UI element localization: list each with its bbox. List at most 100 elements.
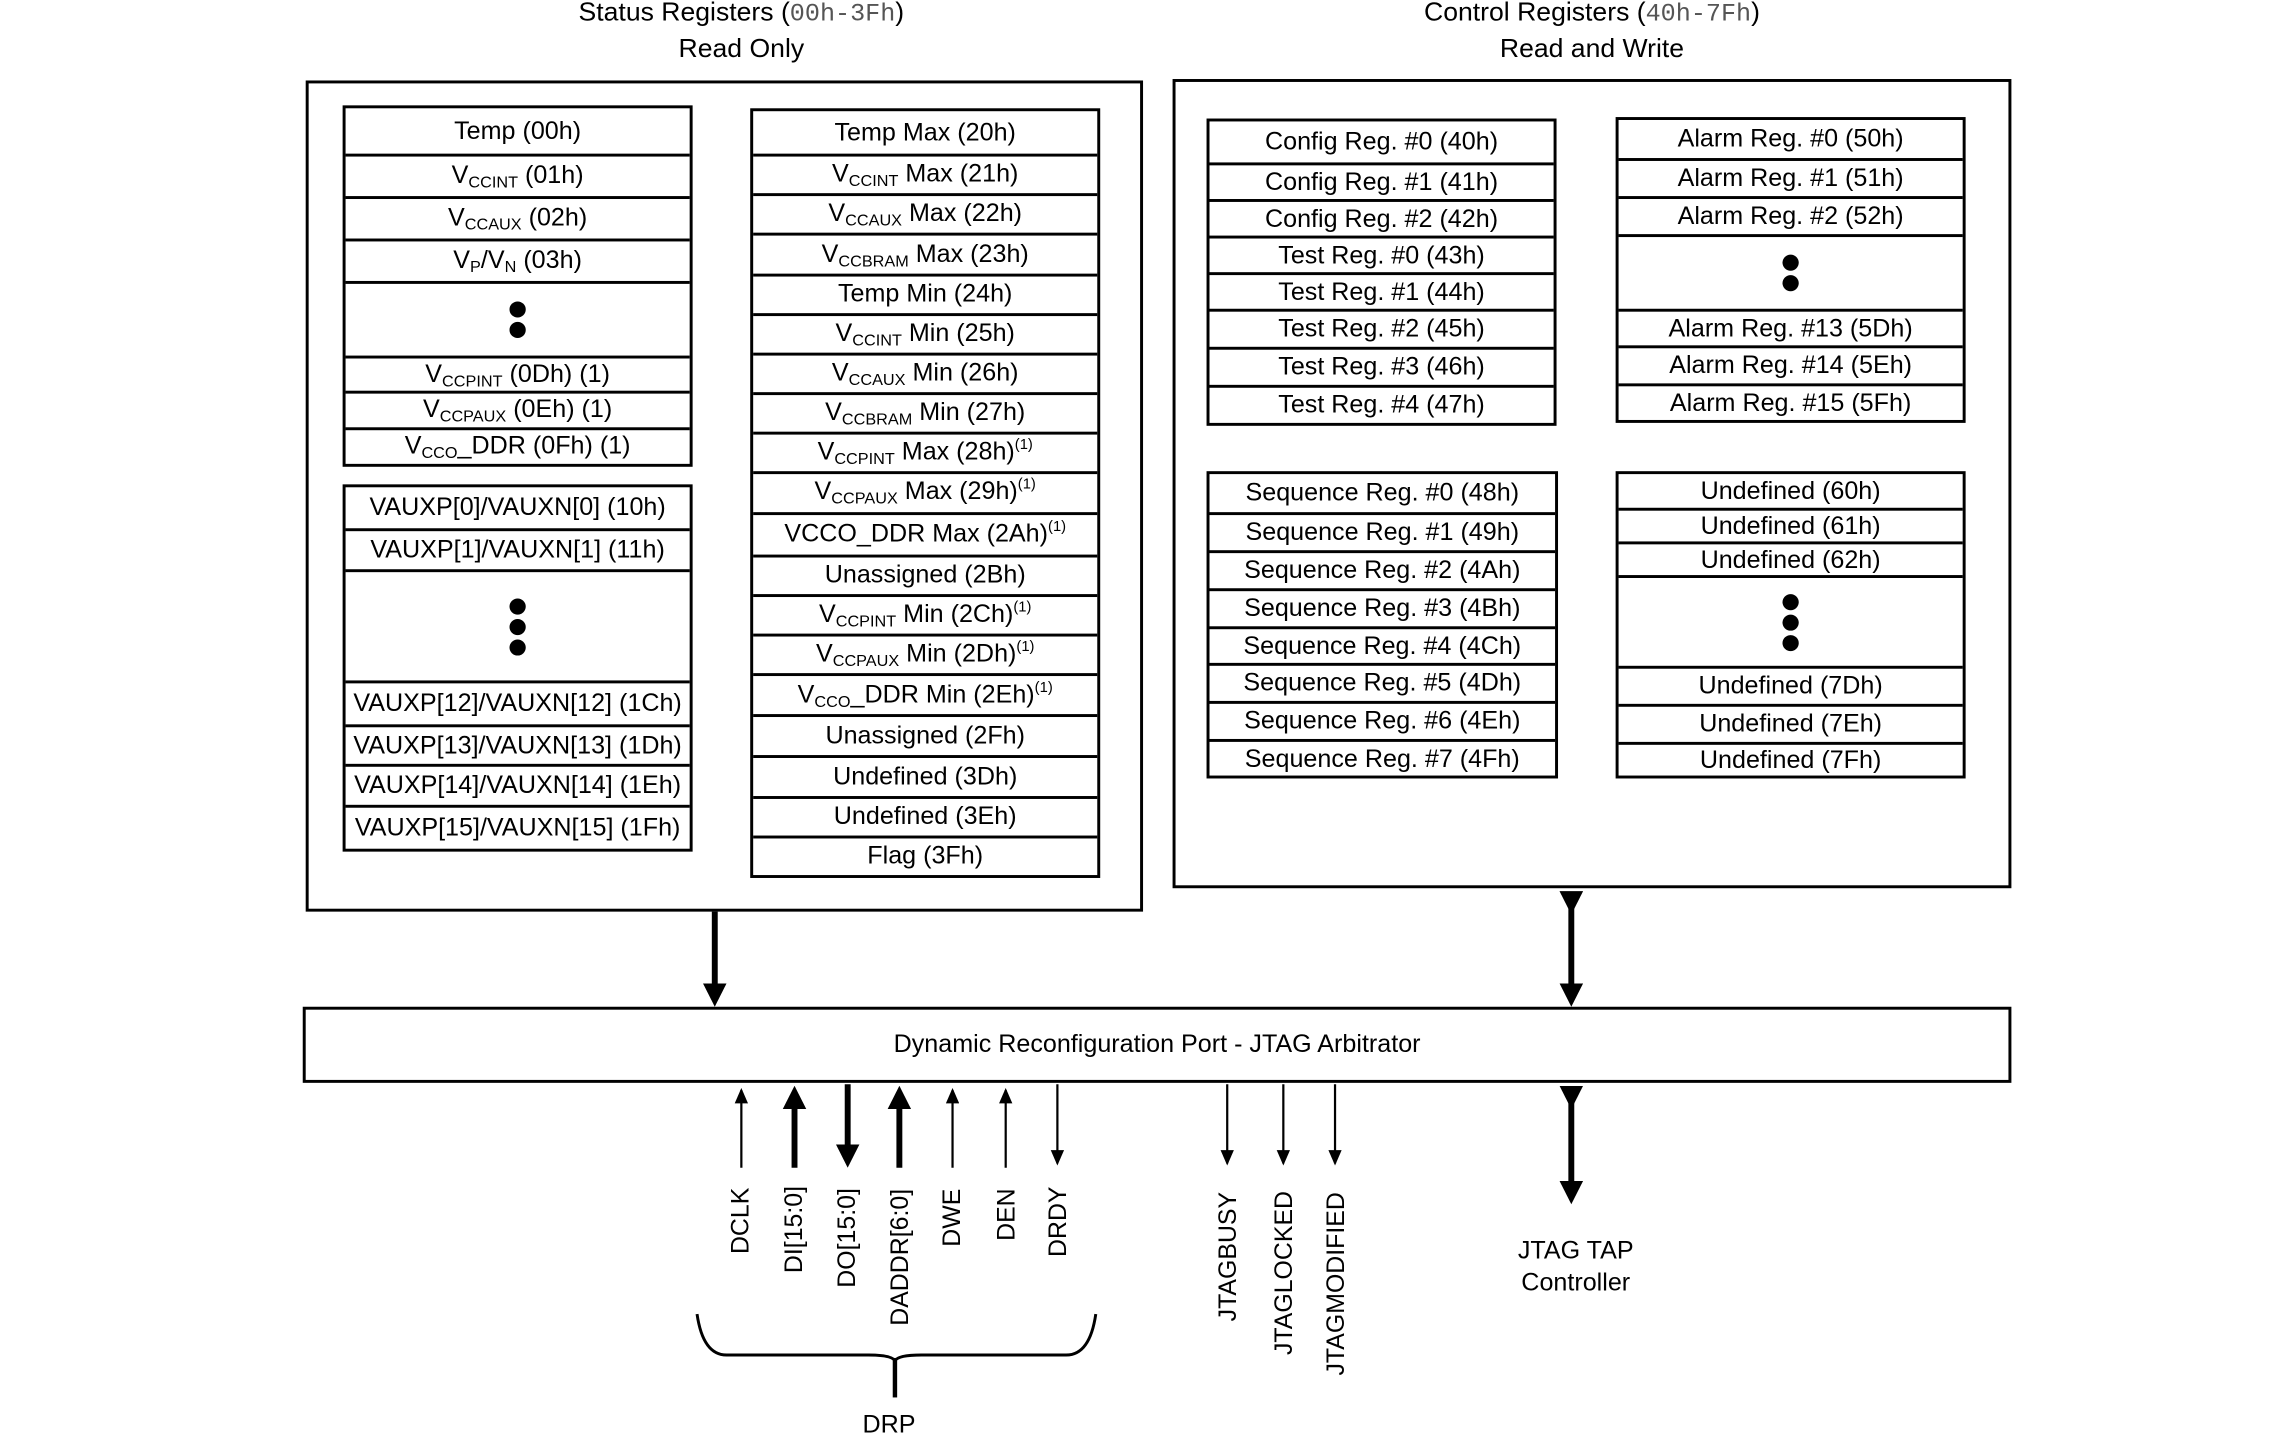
register-cell: Config Reg. #1 (41h) <box>1209 162 1554 199</box>
register-cell: Config Reg. #0 (40h) <box>1209 121 1553 162</box>
register-text-post: (0Eh) (1) <box>506 395 613 423</box>
register-text: V <box>817 437 835 466</box>
register-text: V <box>797 680 815 708</box>
signal-label-jtagbusy: JTAGBUSY <box>1213 1191 1242 1322</box>
dot-icon <box>1782 275 1799 292</box>
register-cell: Config Reg. #2 (42h) <box>1209 199 1554 236</box>
register-superscript: (1) <box>1017 477 1036 494</box>
register-label: Unassigned (2Bh) <box>825 561 1026 590</box>
register-cell: Alarm Reg. #1 (51h) <box>1618 158 1963 196</box>
register-subscript: CCINT <box>852 331 902 350</box>
register-text: Sequence Reg. #1 (49h) <box>1245 518 1520 546</box>
register-text: Sequence Reg. #5 (4Dh) <box>1243 668 1522 697</box>
register-cell: Test Reg. #1 (44h) <box>1209 272 1554 309</box>
register-cell: VCCPINT Max (28h)(1) <box>753 432 1098 472</box>
register-text: V <box>818 599 836 628</box>
register-text: Sequence Reg. #4 (4Ch) <box>1243 631 1522 660</box>
signal-label-drdy: DRDY <box>1044 1186 1073 1257</box>
register-cell: Alarm Reg. #0 (50h) <box>1619 120 1963 158</box>
register-text-post: Max (23h) <box>908 239 1029 268</box>
register-label: VCCAUX Max (22h) <box>828 200 1022 231</box>
register-label: Undefined (3Dh) <box>833 762 1017 791</box>
register-label: VCCPINT (0Dh) (1) <box>425 359 610 390</box>
register-subscript: CCO <box>814 693 851 711</box>
register-text-post: Min (27h) <box>912 398 1026 427</box>
register-cell: Sequence Reg. #1 (49h) <box>1209 512 1556 550</box>
register-text: Alarm Reg. #0 (50h) <box>1677 124 1904 153</box>
register-label: Test Reg. #2 (45h) <box>1278 315 1485 344</box>
register-subscript: CCINT <box>468 174 519 192</box>
register-superscript: (1) <box>1014 437 1033 455</box>
register-text: V <box>815 639 833 668</box>
register-label: Alarm Reg. #14 (5Eh) <box>1669 351 1912 380</box>
register-text: Alarm Reg. #2 (52h) <box>1677 201 1904 230</box>
register-cell: VAUXP[1]/VAUXN[1] (11h) <box>345 528 690 569</box>
register-text-post: (01h) <box>518 160 584 189</box>
register-text: Undefined (3Dh) <box>833 761 1018 790</box>
register-label: VCCINT Max (21h) <box>832 160 1018 191</box>
register-text-post: Min (26h) <box>905 358 1019 387</box>
register-label: VCCBRAM Min (27h) <box>825 398 1025 429</box>
register-label: VCCAUX Min (26h) <box>832 359 1019 390</box>
dot-icon <box>509 301 526 318</box>
register-cell: Test Reg. #2 (45h) <box>1209 308 1554 347</box>
signal-label-daddr: DADDR[6:0] <box>886 1188 915 1326</box>
register-text: VAUXP[15]/VAUXN[15] (1Fh) <box>354 813 681 842</box>
register-label: VP/VN (03h) <box>453 246 582 277</box>
status-left-upper-column: Temp (00h)VCCINT (01h)VCCAUX (02h)VP/VN … <box>342 105 693 467</box>
register-cell: Temp (00h) <box>346 108 690 153</box>
dot-icon <box>509 597 526 614</box>
register-text: Flag (3Fh) <box>867 841 984 870</box>
register-label: Test Reg. #0 (43h) <box>1278 241 1485 270</box>
register-text-post: (02h) <box>521 203 588 232</box>
register-cell: VCCPAUX Max (29h)(1) <box>753 471 1098 512</box>
register-text-post: Max (29h) <box>897 477 1018 506</box>
register-subscript: CCPINT <box>835 613 897 631</box>
register-cell: VCCAUX Min (26h) <box>753 352 1098 393</box>
register-text: VCCO_DDR Max (2Ah) <box>784 519 1049 548</box>
register-label: VAUXP[1]/VAUXN[1] (11h) <box>370 536 664 565</box>
status-registers-header: Status Registers (00h-3Fh) Read Only <box>446 0 1037 66</box>
register-cell: Alarm Reg. #2 (52h) <box>1618 196 1963 234</box>
register-subscript-2: N <box>504 259 517 277</box>
register-superscript: (1) <box>1016 639 1035 656</box>
register-label: VAUXP[15]/VAUXN[15] (1Fh) <box>355 814 681 843</box>
status-access: Read Only <box>678 33 805 63</box>
register-label: Sequence Reg. #5 (4Dh) <box>1243 669 1521 698</box>
register-subscript: CCAUX <box>845 212 903 231</box>
register-text: Sequence Reg. #7 (4Fh) <box>1244 744 1520 772</box>
register-subscript: CCBRAM <box>838 252 909 271</box>
register-label: Sequence Reg. #6 (4Eh) <box>1244 707 1520 736</box>
register-cell: Alarm Reg. #14 (5Eh) <box>1618 345 1963 383</box>
register-label: Config Reg. #0 (40h) <box>1265 127 1498 156</box>
register-cell: Undefined (7Fh) <box>1618 741 1963 776</box>
sequence-column: Sequence Reg. #0 (48h)Sequence Reg. #1 (… <box>1206 471 1559 779</box>
register-text: Config Reg. #1 (41h) <box>1264 167 1499 196</box>
register-text: Sequence Reg. #3 (4Bh) <box>1244 594 1521 622</box>
register-cell: VAUXP[15]/VAUXN[15] (1Fh) <box>345 804 690 849</box>
register-text: Temp (00h) <box>454 116 582 145</box>
register-cell: VCCBRAM Max (23h) <box>753 233 1098 273</box>
register-text-post: Max (22h) <box>902 199 1023 228</box>
jtag-tap-line1: JTAG TAP <box>1517 1236 1634 1265</box>
register-label: VCCBRAM Max (23h) <box>822 239 1029 270</box>
register-text: Sequence Reg. #2 (4Ah) <box>1244 556 1521 584</box>
register-text: VAUXP[0]/VAUXN[0] (10h) <box>369 493 666 521</box>
register-cell: VCCO_DDR Max (2Ah)(1) <box>753 511 1098 555</box>
register-text: VAUXP[13]/VAUXN[13] (1Dh) <box>353 730 682 759</box>
register-superscript: (1) <box>1013 599 1032 616</box>
register-superscript: (1) <box>1048 519 1067 536</box>
register-text: Undefined (61h) <box>1700 511 1881 540</box>
register-cell: Test Reg. #0 (43h) <box>1209 235 1554 273</box>
register-text: Temp Min (24h) <box>837 279 1013 308</box>
register-subscript: CCAUX <box>464 216 522 235</box>
register-label: VCCPINT Max (28h)(1) <box>818 438 1033 469</box>
register-label: Undefined (62h) <box>1701 545 1881 574</box>
status-right-column: Temp Max (20h)VCCINT Max (21h)VCCAUX Max… <box>750 108 1101 878</box>
register-cell: Sequence Reg. #5 (4Dh) <box>1209 662 1556 701</box>
drp-group-label: DRP <box>862 1410 916 1439</box>
register-text: V <box>448 203 465 232</box>
register-label: Alarm Reg. #0 (50h) <box>1678 124 1904 153</box>
register-cell: VP/VN (03h) <box>345 238 690 281</box>
signal-label-jtaglocked: JTAGLOCKED <box>1270 1190 1299 1356</box>
